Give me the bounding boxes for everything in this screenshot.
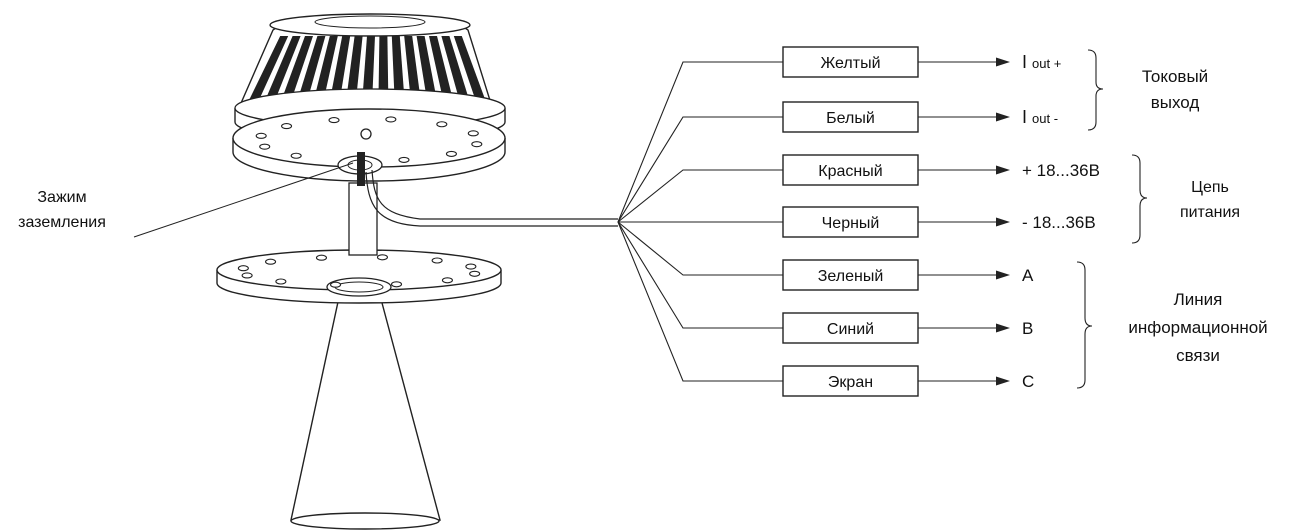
housing-fin [263, 36, 301, 104]
wire-color-box [782, 206, 919, 238]
bolt-hole [441, 277, 453, 284]
bolt-hole [376, 254, 388, 261]
bolt-hole [241, 272, 253, 279]
signal-label: C [1022, 372, 1034, 391]
wire-color-label: Зеленый [818, 268, 884, 285]
ground-leader-line [133, 162, 354, 238]
bolt-hole [467, 130, 479, 137]
wire-color-box [782, 312, 919, 344]
ground-label-line-2: заземления [18, 214, 106, 231]
wire-color-label: Экран [828, 374, 873, 391]
bolt-hole [290, 152, 302, 159]
housing-fin [296, 36, 326, 104]
bolt-hole [281, 123, 293, 130]
wire-color-label: Желтый [820, 55, 880, 72]
ground-clamp-annotation: Зажим заземления [18, 162, 354, 238]
housing-fin [312, 36, 338, 104]
lower-flange [216, 249, 502, 304]
bolt-hole [431, 257, 443, 264]
bolt-hole [265, 258, 277, 265]
bolt-hole [390, 281, 403, 288]
housing-fin [247, 36, 289, 104]
fanout-wire [617, 221, 783, 329]
mounting-stem [348, 182, 378, 256]
bolt-hole [436, 121, 448, 128]
group-current-output-line-2: выход [1151, 93, 1200, 112]
housing-fin [378, 36, 389, 104]
arrow-head-icon [996, 376, 1010, 386]
housing-fin [391, 36, 405, 104]
bolt-hole [465, 263, 477, 270]
group-power-line-2: питания [1180, 204, 1240, 221]
wire-color-label: Красный [818, 163, 882, 180]
group-current-output: Токовый выход [1087, 49, 1208, 131]
bolt-hole [469, 270, 481, 277]
arrow-head-icon [996, 112, 1010, 122]
signal-label: A [1022, 266, 1034, 285]
bolt-hole [255, 132, 267, 139]
bolt-hole [328, 117, 340, 124]
housing-fin [329, 36, 351, 104]
bolt-hole [275, 278, 287, 285]
group-power-line-1: Цепь [1191, 179, 1229, 196]
fanout-wire [617, 221, 783, 276]
arrow-head-icon [996, 165, 1010, 175]
horn-antenna [290, 279, 441, 530]
housing-fin [453, 36, 487, 104]
brace-current-output [1087, 49, 1104, 131]
bolt-hole [259, 143, 271, 150]
bolt-hole [237, 265, 249, 272]
signal-cable [371, 169, 618, 220]
wire-color-box [782, 154, 919, 186]
bolt-hole [398, 156, 410, 163]
wire-color-label: Черный [822, 215, 880, 232]
arrow-head-icon [996, 323, 1010, 333]
signal-label: B [1022, 319, 1033, 338]
arrow-head-icon [996, 217, 1010, 227]
group-power-supply: Цепь питания [1131, 154, 1240, 244]
housing-fin [416, 36, 438, 104]
housing-fin [404, 36, 422, 104]
group-current-output-line-1: Токовый [1142, 67, 1208, 86]
fanout-wire [617, 116, 783, 223]
group-data-line-2: информационной [1128, 318, 1267, 337]
arrow-head-icon [996, 57, 1010, 67]
fanout-wire [617, 169, 783, 223]
ground-label-line-1: Зажим [37, 189, 86, 206]
brace-data-link [1076, 261, 1093, 389]
wire-color-label: Синий [827, 321, 874, 338]
radar-sensor-drawing [216, 13, 618, 530]
housing-fin [345, 36, 363, 104]
group-data-line-3: связи [1176, 346, 1220, 365]
fanout-wire [617, 61, 783, 223]
housing [232, 13, 506, 186]
housing-fin [429, 36, 454, 104]
signal-label: - 18...36В [1022, 213, 1096, 232]
arrow-head-icon [996, 270, 1010, 280]
wire-color-label: Белый [826, 110, 875, 127]
signal-label: + 18...36В [1022, 161, 1100, 180]
bolt-hole [471, 141, 483, 148]
wire-color-box [782, 259, 919, 291]
bolt-hole [330, 281, 342, 288]
bolt-hole [315, 254, 328, 261]
brace-power-supply [1131, 154, 1148, 244]
group-data-line-1: Линия [1174, 290, 1223, 309]
wire-color-box [782, 101, 919, 133]
housing-fin [362, 36, 375, 104]
fanout-wire [617, 221, 783, 382]
housing-fin [441, 36, 471, 104]
housing-fin [280, 36, 313, 104]
wire-color-box [782, 365, 919, 397]
group-data-link: Линия информационной связи [1076, 261, 1268, 389]
bolt-hole [445, 150, 457, 157]
bolt-hole [385, 116, 397, 123]
